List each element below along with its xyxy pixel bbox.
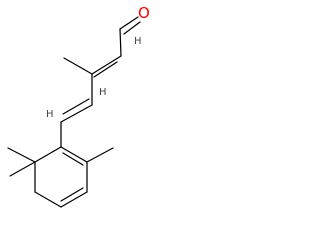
ring-bond-3 bbox=[60, 191, 88, 208]
structure-canvas: O H H H bbox=[0, 0, 157, 227]
bond-c4-c5-double bbox=[62, 98, 90, 115]
bond-c2-c3-double bbox=[93, 61, 118, 78]
ring-methyl-bond bbox=[86, 147, 114, 163]
bond-c4-c5 bbox=[60, 104, 93, 123]
ring-bond-4 bbox=[34, 191, 62, 208]
ring-bond-1 bbox=[60, 146, 88, 163]
alkene-h-label: H bbox=[46, 109, 54, 120]
bond-c3-methyl bbox=[63, 57, 93, 75]
bond-carbonyl-2 bbox=[123, 21, 141, 35]
molecule-diagram: O H H H bbox=[7, 4, 150, 208]
gem-methyl-bond-1 bbox=[7, 147, 36, 163]
bond-c1-c2 bbox=[119, 28, 122, 57]
bond-carbonyl-1 bbox=[119, 16, 139, 30]
alkene-h-label: H bbox=[99, 87, 107, 98]
ring-bond-1-double bbox=[62, 152, 84, 166]
alkene-h-label: H bbox=[134, 36, 142, 47]
ring-bond-3-double bbox=[60, 187, 84, 202]
gem-methyl-bond-2 bbox=[9, 161, 36, 177]
oxygen-label: O bbox=[138, 4, 150, 22]
ring-bond-6 bbox=[34, 146, 62, 163]
bond-c2-c3 bbox=[91, 55, 122, 75]
